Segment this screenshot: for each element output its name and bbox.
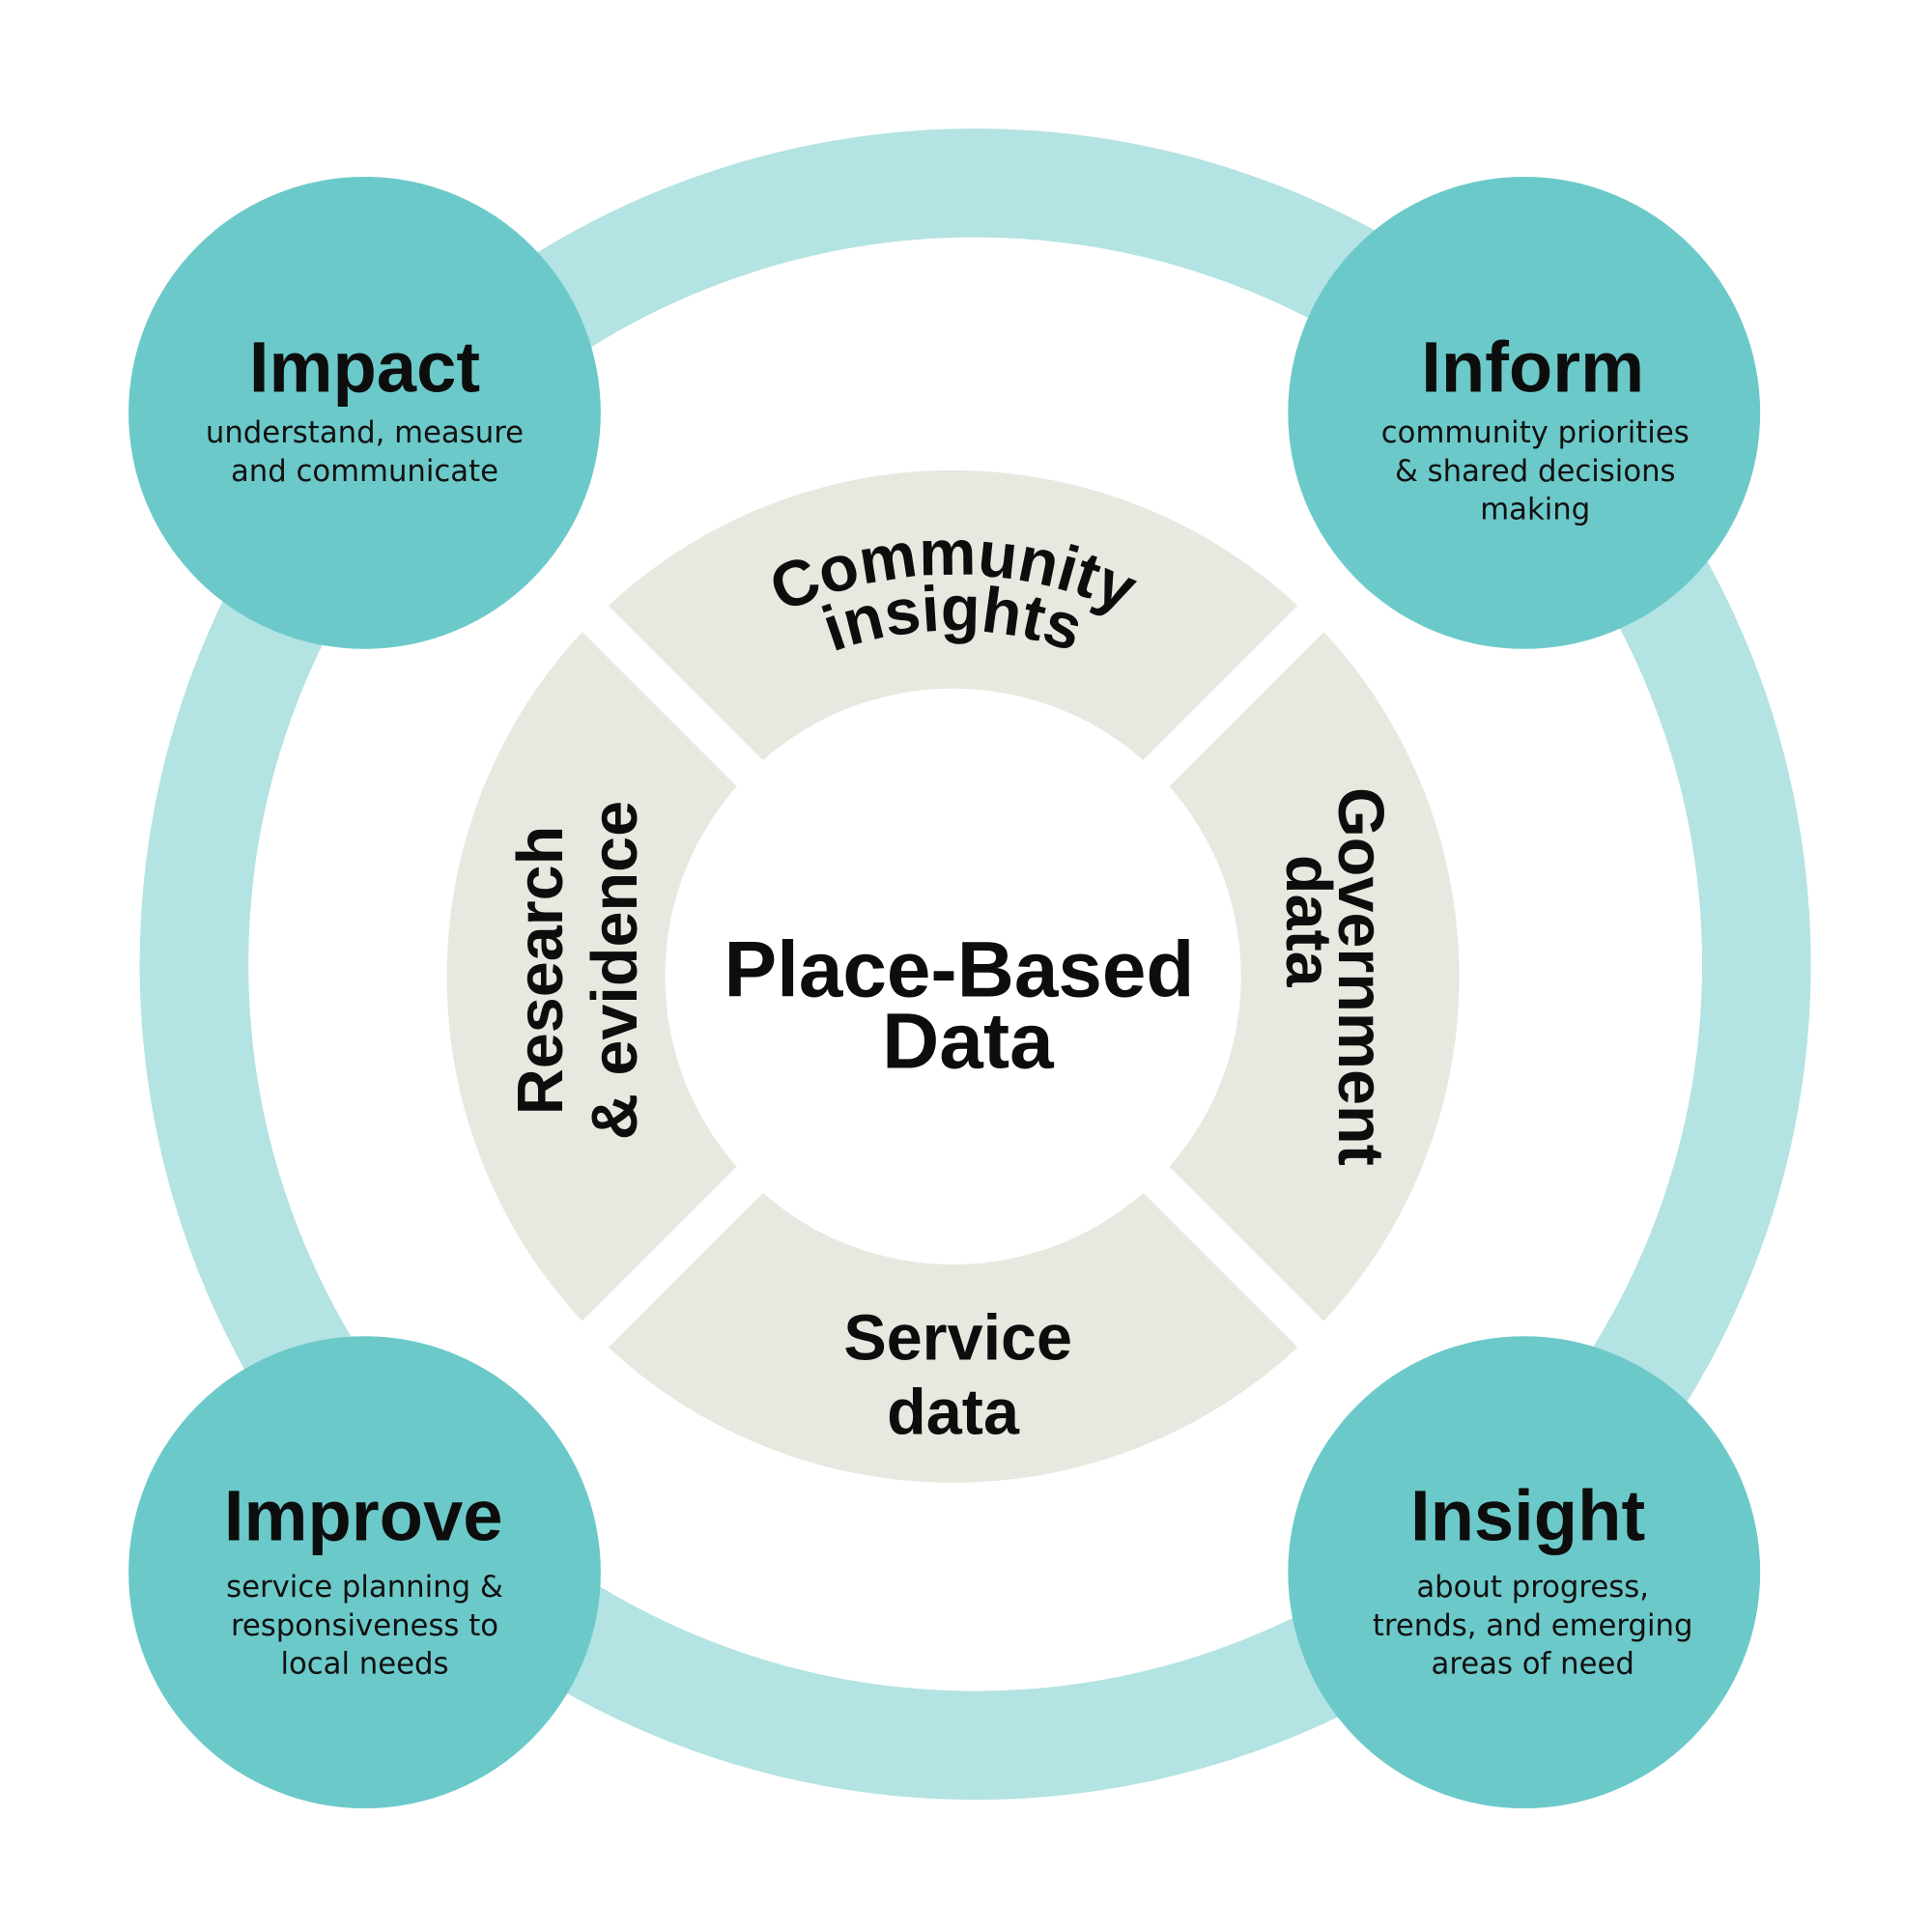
- outcome-title: Insight: [1410, 1475, 1645, 1555]
- data-sources-donut: [446, 469, 1460, 1483]
- outcome-desc: responsiveness to: [231, 1608, 498, 1643]
- outcome-title: Impact: [249, 327, 480, 408]
- outcome-desc: local needs: [280, 1647, 448, 1682]
- center-title-line2: Data: [882, 998, 1055, 1086]
- outcome-desc: service planning &: [226, 1570, 503, 1605]
- segment-bottom-line1: Service: [843, 1303, 1072, 1375]
- center-title-line1: Place-Based: [724, 925, 1194, 1013]
- segment-left-line2: & evidence: [580, 801, 651, 1140]
- outer-cycle-ring: [139, 128, 1811, 1801]
- segment-right-line1: Government: [1324, 787, 1396, 1166]
- outcome-desc: community priorities: [1381, 415, 1690, 450]
- outcome-insight: Insight about progress, trends, and emer…: [1288, 1336, 1761, 1809]
- outcome-title: Inform: [1421, 327, 1644, 408]
- outcome-inform: Inform community priorities & shared dec…: [1288, 176, 1761, 649]
- segment-left-line1: Research: [505, 826, 577, 1116]
- segment-bottom-line2: data: [887, 1377, 1020, 1448]
- outcome-desc: areas of need: [1432, 1647, 1634, 1682]
- outcome-desc: and communicate: [231, 454, 498, 489]
- outcome-desc: making: [1480, 492, 1590, 526]
- outcome-desc: trends, and emerging: [1373, 1608, 1693, 1643]
- outcome-desc: & shared decisions: [1395, 454, 1676, 489]
- outcome-desc: about progress,: [1416, 1570, 1649, 1605]
- outcome-improve: Improve service planning & responsivenes…: [128, 1336, 601, 1809]
- outcome-impact: Impact understand, measure and communica…: [128, 176, 601, 649]
- outcome-desc: understand, measure: [206, 415, 524, 450]
- segment-right-line2: data: [1272, 855, 1344, 988]
- outcome-title: Improve: [224, 1475, 503, 1555]
